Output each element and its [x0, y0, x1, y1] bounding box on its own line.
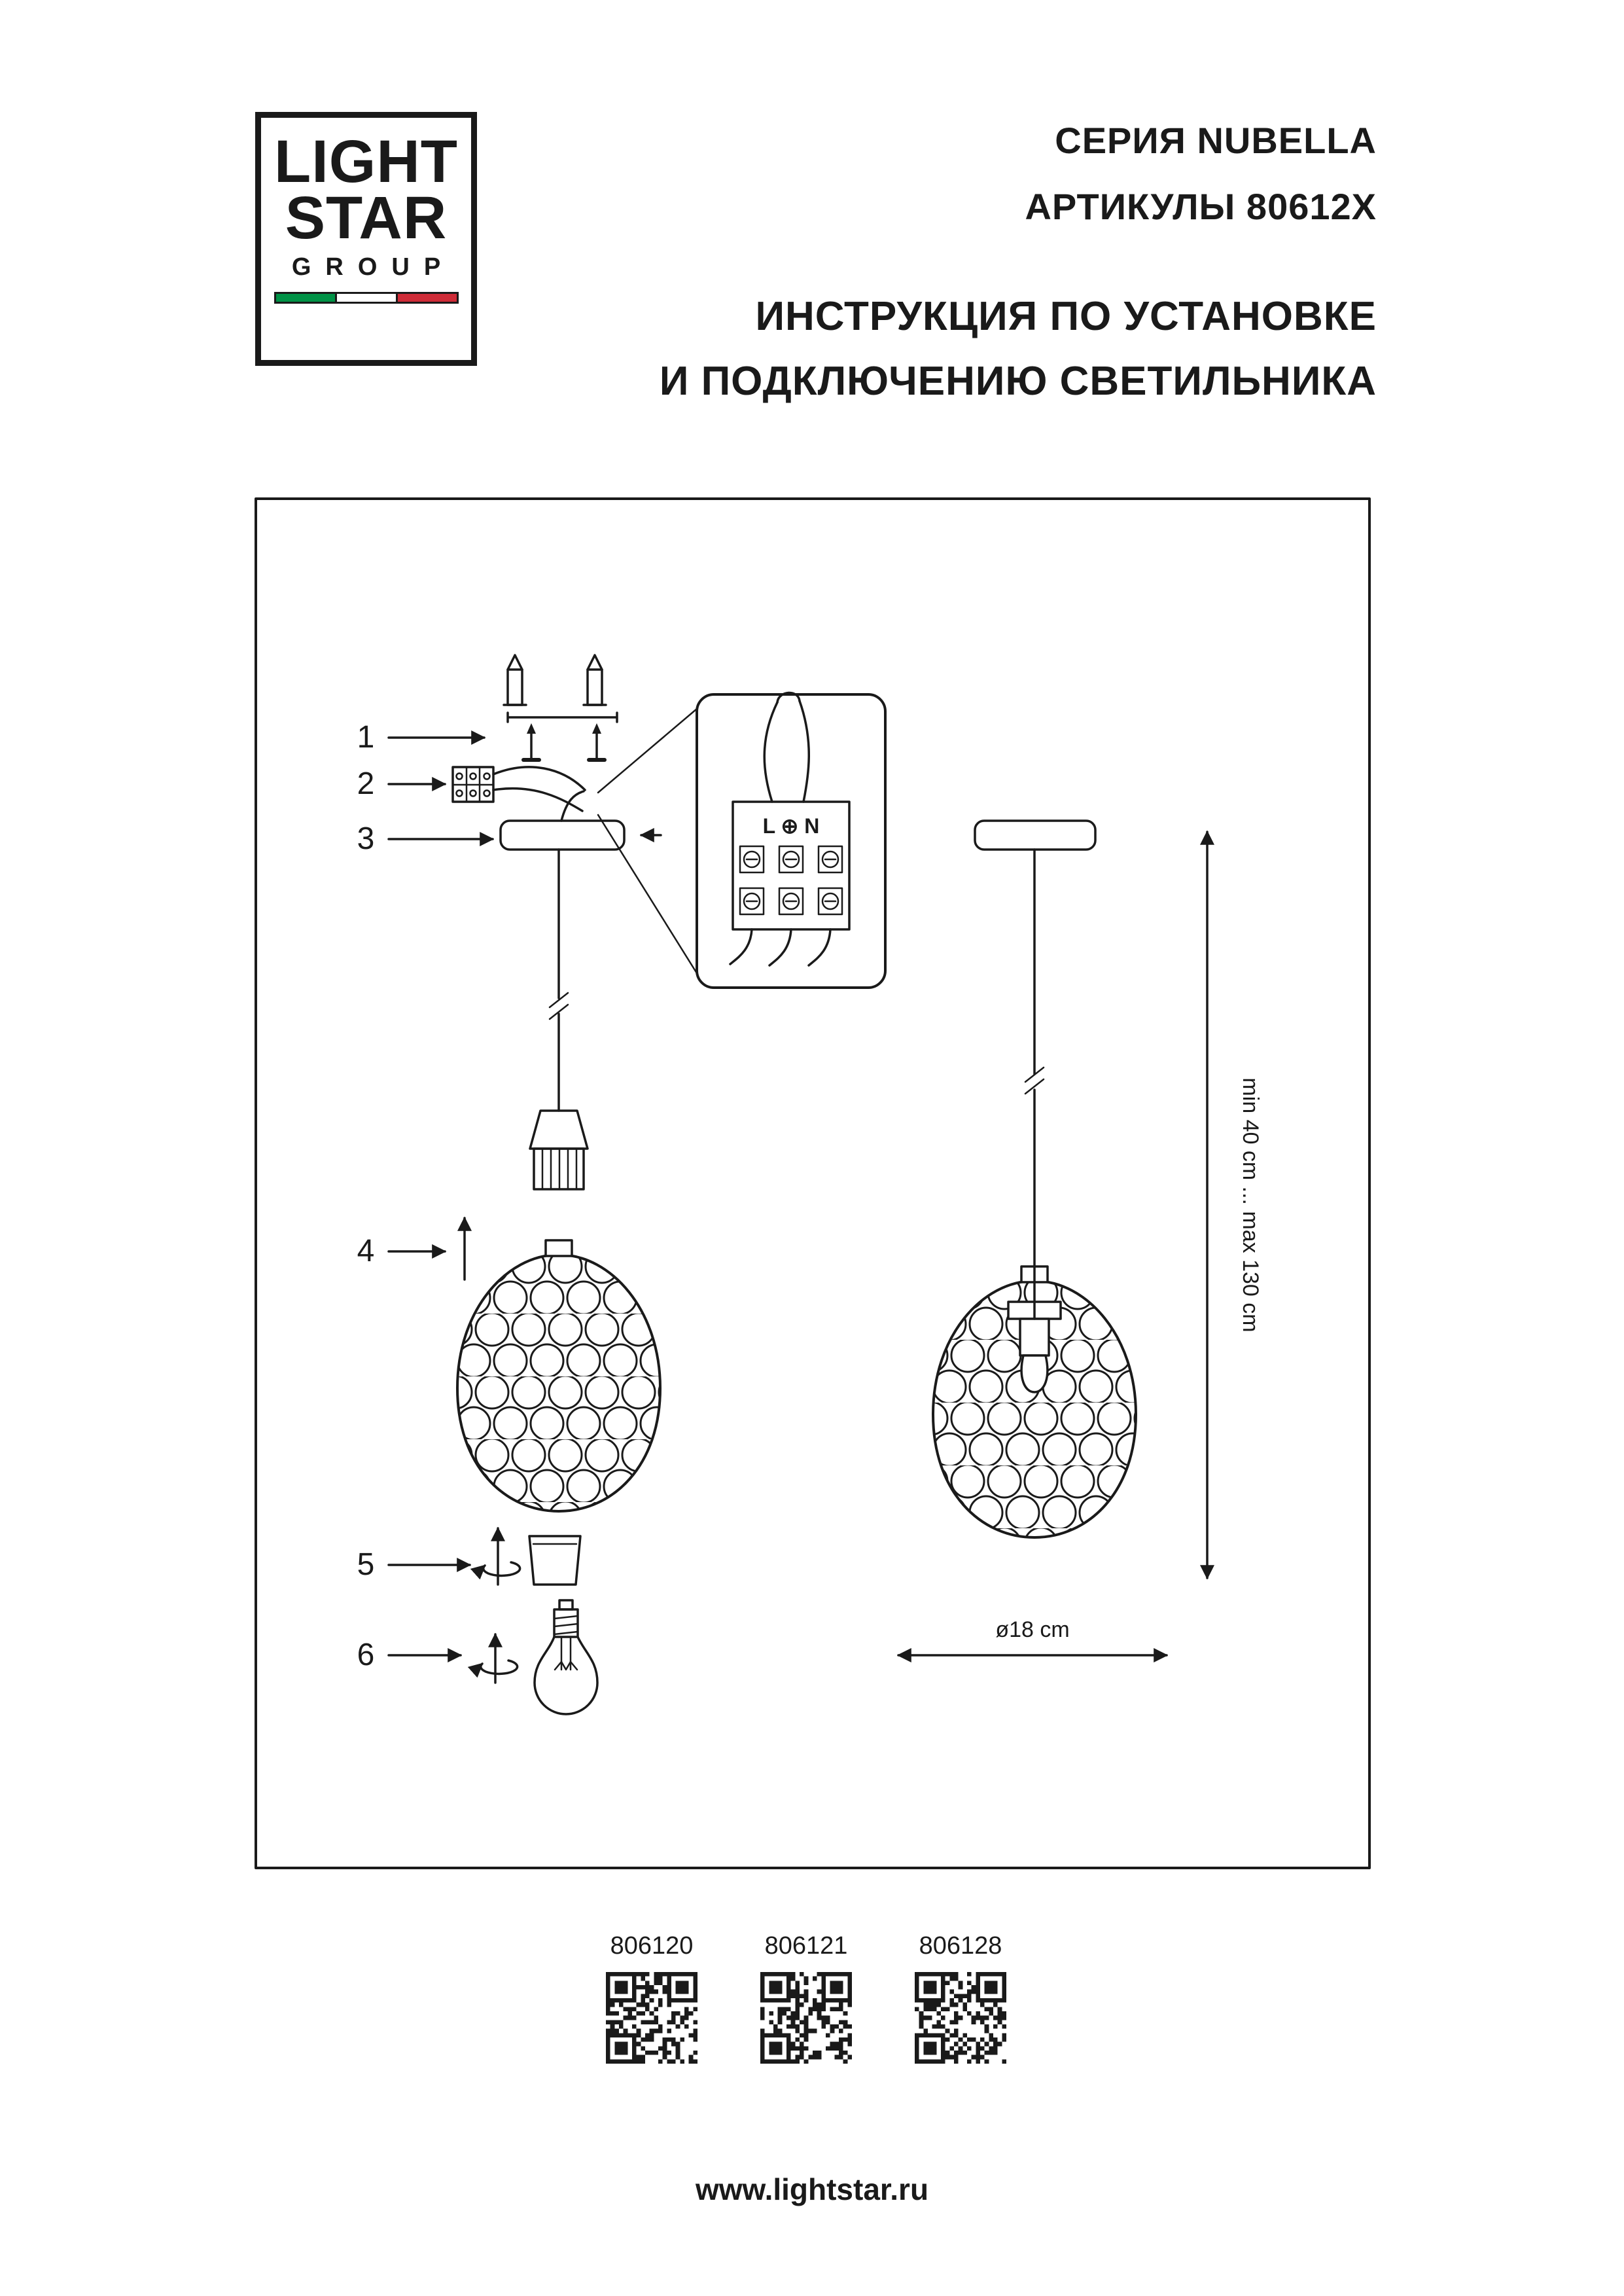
- wire: [729, 928, 753, 965]
- diagram-border: [255, 497, 1371, 1869]
- wire: [492, 766, 586, 791]
- break-mark: [548, 1003, 569, 1020]
- suspension-cable-left: [548, 848, 569, 1112]
- flag-green-segment: [274, 291, 337, 304]
- terminal-screws: [739, 845, 843, 916]
- dowel-tip-icon: [586, 654, 603, 671]
- wire: [807, 928, 832, 967]
- break-mark: [1024, 1066, 1045, 1083]
- step-number-4: 4: [357, 1234, 375, 1268]
- logo-text-star: STAR: [285, 185, 448, 252]
- bulb-silhouette: [1020, 1354, 1049, 1393]
- ceiling-canopy-left: [499, 790, 662, 851]
- dowel-body: [586, 668, 603, 706]
- installation-diagram: 1 2 3 4 5 6: [255, 497, 1371, 1869]
- step-number-6: 6: [357, 1638, 375, 1672]
- dowel-body: [506, 668, 523, 706]
- rotation-arrow-icon: [470, 1561, 521, 1580]
- qr-code-list: 806120 806121 806128: [603, 1932, 1010, 2064]
- step-number-2: 2: [357, 766, 375, 801]
- step-callouts: 1 2 3 4 5 6: [357, 720, 495, 1672]
- flag-red-segment: [395, 291, 459, 304]
- assembled-lamp: [932, 819, 1137, 1539]
- ceiling-canopy-right: [974, 819, 1097, 851]
- honeycomb-shade: [456, 1253, 662, 1513]
- mounting-bracket: [506, 711, 618, 723]
- wiring-label: L ⊕ N: [763, 814, 820, 838]
- callout-line: [597, 814, 698, 975]
- italy-flag-icon: [274, 291, 459, 304]
- dimensions: min 40 cm ... max 130 cm ø18 cm: [896, 830, 1263, 1662]
- qr-code: [606, 1972, 697, 2064]
- shade-neck: [544, 1239, 573, 1257]
- break-mark: [1024, 1078, 1045, 1095]
- shade-left: [456, 1216, 662, 1513]
- logo-text-group: GROUP: [291, 253, 455, 281]
- wire: [776, 691, 801, 704]
- break-mark: [548, 992, 569, 1009]
- bulb-contact: [558, 1599, 574, 1611]
- wire: [492, 787, 584, 812]
- filament: [554, 1660, 578, 1671]
- socket-ring: [470, 1526, 582, 1586]
- callout-line: [597, 708, 698, 794]
- diameter-dimension-label: ø18 cm: [995, 1617, 1069, 1642]
- wiring-inset: L ⊕ N: [597, 691, 887, 989]
- wire: [768, 928, 792, 967]
- flag-white-segment: [334, 291, 398, 304]
- series-title: СЕРИЯ NUBELLA: [1055, 120, 1377, 161]
- qr-item: 806128: [911, 1932, 1010, 2064]
- step-number-3: 3: [357, 821, 375, 856]
- screw-icon: [521, 723, 541, 762]
- lamp-holder-left: [529, 1109, 589, 1191]
- instruction-title-line1: ИНСТРУКЦИЯ ПО УСТАНОВКЕ: [755, 294, 1377, 339]
- qr-label: 806120: [610, 1932, 694, 1960]
- qr-code: [760, 1972, 852, 2064]
- wire: [560, 790, 585, 822]
- step-number-5: 5: [357, 1547, 375, 1582]
- wire: [763, 701, 779, 803]
- header: СЕРИЯ NUBELLA АРТИКУЛЫ 80612X ИНСТРУКЦИЯ…: [660, 119, 1377, 404]
- footer-url: www.lightstar.ru: [695, 2172, 929, 2206]
- terminal-block: [451, 766, 586, 812]
- screw-icon: [587, 723, 607, 762]
- qr-label: 806121: [764, 1932, 848, 1960]
- bulb: [467, 1599, 599, 1715]
- qr-item: 806121: [757, 1932, 855, 2064]
- wire: [798, 700, 810, 803]
- qr-code: [915, 1972, 1006, 2064]
- dowel-tip-icon: [506, 654, 523, 671]
- qr-label: 806128: [919, 1932, 1002, 1960]
- inset-border: [696, 693, 887, 989]
- qr-item: 806120: [603, 1932, 701, 2064]
- bulb-glass: [533, 1636, 599, 1715]
- step-number-1: 1: [357, 720, 375, 755]
- dowels-and-screws: [503, 654, 618, 762]
- instruction-title-line2: И ПОДКЛЮЧЕНИЮ СВЕТИЛЬНИКА: [659, 359, 1377, 404]
- articles-title: АРТИКУЛЫ 80612X: [1025, 186, 1377, 227]
- logo-text-light: LIGHT: [274, 128, 458, 195]
- rotation-arrow-icon: [467, 1659, 519, 1678]
- lightstar-logo: LIGHT STAR GROUP: [255, 112, 477, 366]
- socket: [1019, 1318, 1050, 1357]
- height-dimension-label: min 40 cm ... max 130 cm: [1238, 1077, 1263, 1332]
